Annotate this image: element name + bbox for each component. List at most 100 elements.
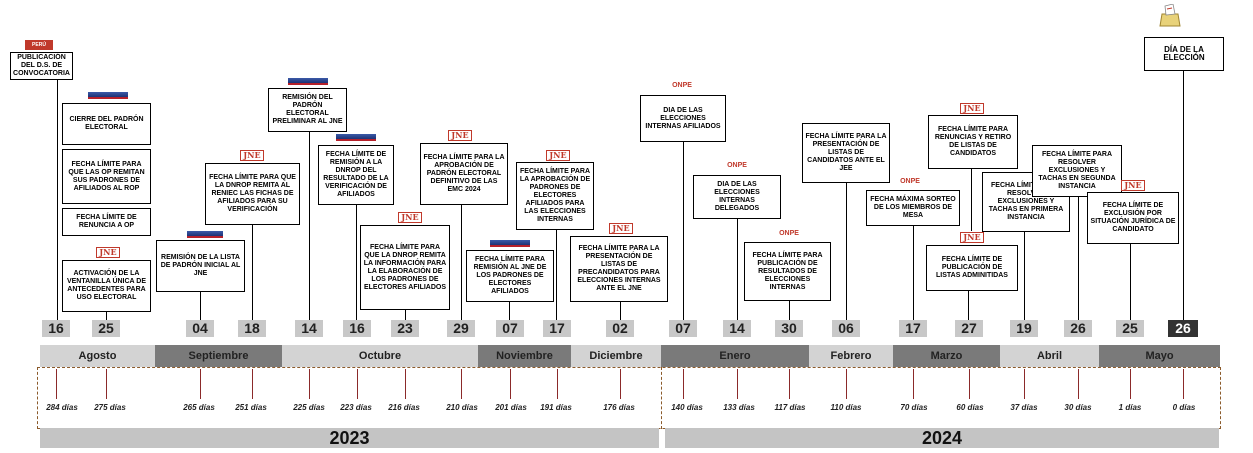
tick xyxy=(461,369,462,399)
event-box: FECHA LÍMITE PARA RENUNCIAS Y RETIRO DE … xyxy=(928,115,1018,169)
event-box: FECHA MÁXIMA SORTEO DE LOS MIEMBROS DE M… xyxy=(866,190,960,226)
timeline-connector xyxy=(968,291,969,320)
days-remaining: 60 días xyxy=(956,403,984,412)
onpe-logo-icon: ONPE xyxy=(727,162,747,169)
event-box: CIERRE DEL PADRÓN ELECTORAL xyxy=(62,103,151,145)
day-label: 27 xyxy=(955,320,983,337)
event-box: DIA DE LAS ELECCIONES INTERNAS AFILIADOS xyxy=(640,95,726,142)
month-label: Enero xyxy=(661,345,809,367)
event-box: ACTIVACIÓN DE LA VENTANILLA ÚNICA DE ANT… xyxy=(62,260,151,312)
tick xyxy=(789,369,790,399)
timeline-connector xyxy=(1024,232,1025,320)
month-label: Febrero xyxy=(809,345,893,367)
tick xyxy=(405,369,406,399)
tick xyxy=(683,369,684,399)
day-label: 30 xyxy=(775,320,803,337)
reniec-logo-icon xyxy=(88,92,128,99)
event-box: FECHA LÍMITE DE RENUNCIA A OP xyxy=(62,208,151,236)
timeline-connector xyxy=(620,302,621,320)
timeline-connector xyxy=(556,230,557,320)
days-remaining: 216 días xyxy=(388,403,420,412)
days-remaining: 265 días xyxy=(183,403,215,412)
tick xyxy=(357,369,358,399)
timeline-connector xyxy=(846,183,847,320)
days-remaining: 1 días xyxy=(1118,403,1142,412)
event-box: FECHA LÍMITE PARA RESOLVER EXCLUSIONES Y… xyxy=(1032,145,1122,197)
days-frame xyxy=(37,367,1221,429)
days-remaining: 284 días xyxy=(46,403,78,412)
tick xyxy=(106,369,107,399)
day-label: 02 xyxy=(606,320,634,337)
days-remaining: 133 días xyxy=(723,403,755,412)
tick xyxy=(846,369,847,399)
tick xyxy=(1183,369,1184,399)
month-label: Octubre xyxy=(282,345,478,367)
jne-logo-icon: JNE xyxy=(960,103,984,114)
reniec-logo-icon xyxy=(187,231,223,238)
day-label: 26 xyxy=(1064,320,1092,337)
timeline-connector xyxy=(106,312,107,320)
day-label: 16 xyxy=(343,320,371,337)
days-remaining: 176 días xyxy=(603,403,635,412)
days-remaining: 70 días xyxy=(900,403,928,412)
day-label: 07 xyxy=(496,320,524,337)
timeline-connector xyxy=(57,80,58,320)
days-remaining: 110 días xyxy=(830,403,862,412)
event-box: FECHA LÍMITE DE PUBLICACIÓN DE LISTAS AD… xyxy=(926,245,1018,291)
day-label: 19 xyxy=(1010,320,1038,337)
days-remaining: 275 días xyxy=(94,403,126,412)
month-label: Diciembre xyxy=(571,345,661,367)
timeline-connector xyxy=(509,302,510,320)
tick xyxy=(913,369,914,399)
timeline-connector xyxy=(1183,71,1184,320)
year-2023: 2023 xyxy=(40,428,659,448)
days-remaining: 210 días xyxy=(446,403,478,412)
event-box: FECHA LÍMITE DE REMISIÓN A LA DNROP DEL … xyxy=(318,145,394,205)
days-remaining: 251 días xyxy=(235,403,267,412)
days-remaining: 191 días xyxy=(540,403,572,412)
tick xyxy=(1024,369,1025,399)
tick xyxy=(1130,369,1131,399)
day-label: 17 xyxy=(899,320,927,337)
day-label: 29 xyxy=(447,320,475,337)
event-box: PUBLICACIÓN DEL D.S. DE CONVOCATORIA xyxy=(10,52,73,80)
month-label: Septiembre xyxy=(155,345,282,367)
days-remaining: 223 días xyxy=(340,403,372,412)
timeline-connector xyxy=(1130,244,1131,320)
day-label: 25 xyxy=(92,320,120,337)
day-label: 14 xyxy=(723,320,751,337)
timeline-connector xyxy=(913,226,914,320)
day-label: 23 xyxy=(391,320,419,337)
jne-logo-icon: JNE xyxy=(240,150,264,161)
tick xyxy=(200,369,201,399)
tick xyxy=(737,369,738,399)
timeline-connector xyxy=(356,205,357,320)
reniec-logo-icon xyxy=(336,134,376,141)
jne-logo-icon: JNE xyxy=(960,232,984,243)
tick xyxy=(309,369,310,399)
jne-logo-icon: JNE xyxy=(96,247,120,258)
month-label: Noviembre xyxy=(478,345,571,367)
days-remaining: 140 días xyxy=(671,403,703,412)
event-box: FECHA LÍMITE PARA QUE LAS OP REMITAN SUS… xyxy=(62,149,151,204)
onpe-logo-icon: ONPE xyxy=(900,178,920,185)
event-box: REMISIÓN DE LA LISTA DE PADRÓN INICIAL A… xyxy=(156,240,245,292)
reniec-logo-icon xyxy=(288,78,328,85)
election-day-box: DÍA DE LA ELECCIÓN xyxy=(1144,37,1224,71)
year-2024: 2024 xyxy=(665,428,1219,448)
day-label: 06 xyxy=(832,320,860,337)
event-box: FECHA LÍMITE PARA QUE LA DNROP REMITA AL… xyxy=(205,163,300,225)
jne-logo-icon: JNE xyxy=(546,150,570,161)
day-label: 04 xyxy=(186,320,214,337)
ballot-box-icon xyxy=(1159,3,1181,28)
tick xyxy=(1078,369,1079,399)
timeline-connector xyxy=(200,292,201,320)
day-label: 14 xyxy=(295,320,323,337)
month-label: Marzo xyxy=(893,345,1000,367)
tick xyxy=(252,369,253,399)
timeline-connector xyxy=(461,205,462,320)
tick xyxy=(510,369,511,399)
days-remaining: 201 días xyxy=(495,403,527,412)
days-remaining: 225 días xyxy=(293,403,325,412)
jne-logo-icon: JNE xyxy=(609,223,633,234)
